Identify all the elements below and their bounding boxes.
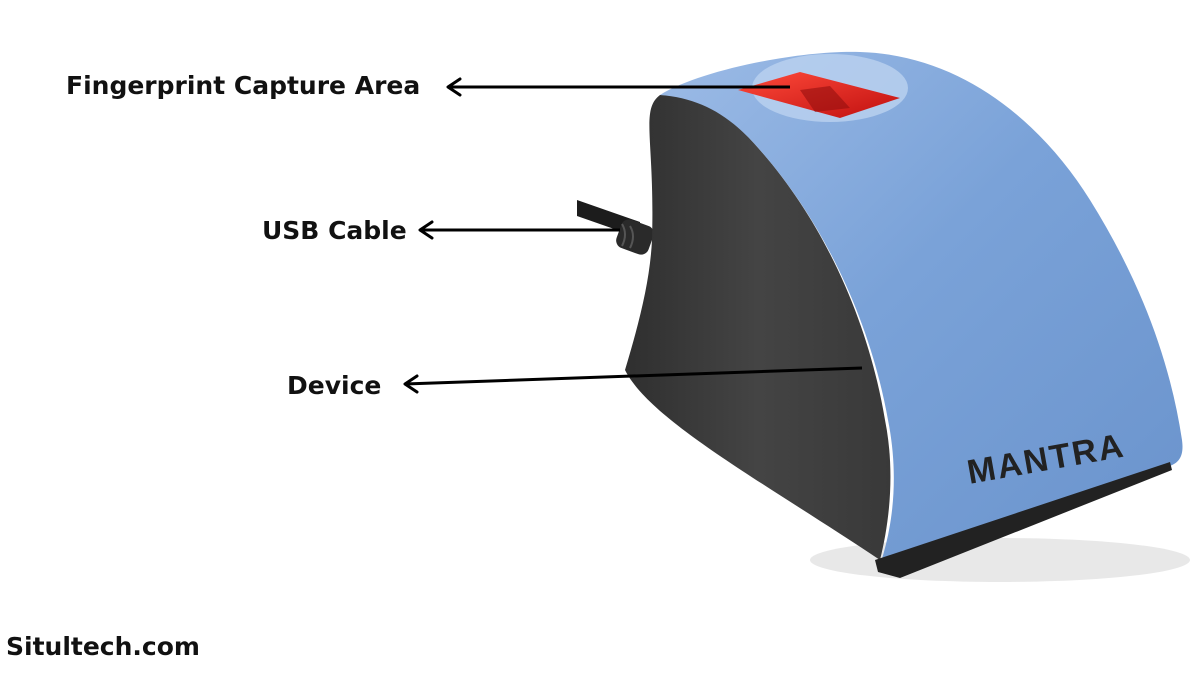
- label-usb-cable: USB Cable: [262, 216, 407, 245]
- label-device: Device: [287, 371, 382, 400]
- arrow-fingerprint: [446, 77, 790, 97]
- arrow-usb: [418, 220, 620, 240]
- label-fingerprint-capture-area: Fingerprint Capture Area: [66, 71, 421, 100]
- device-base-rim: [875, 462, 1172, 578]
- usb-cable: [577, 200, 654, 255]
- device-dark-body: [625, 95, 891, 560]
- site-watermark: Situltech.com: [6, 632, 200, 661]
- arrow-device: [403, 366, 863, 394]
- device-blue-shell: [660, 51, 1183, 565]
